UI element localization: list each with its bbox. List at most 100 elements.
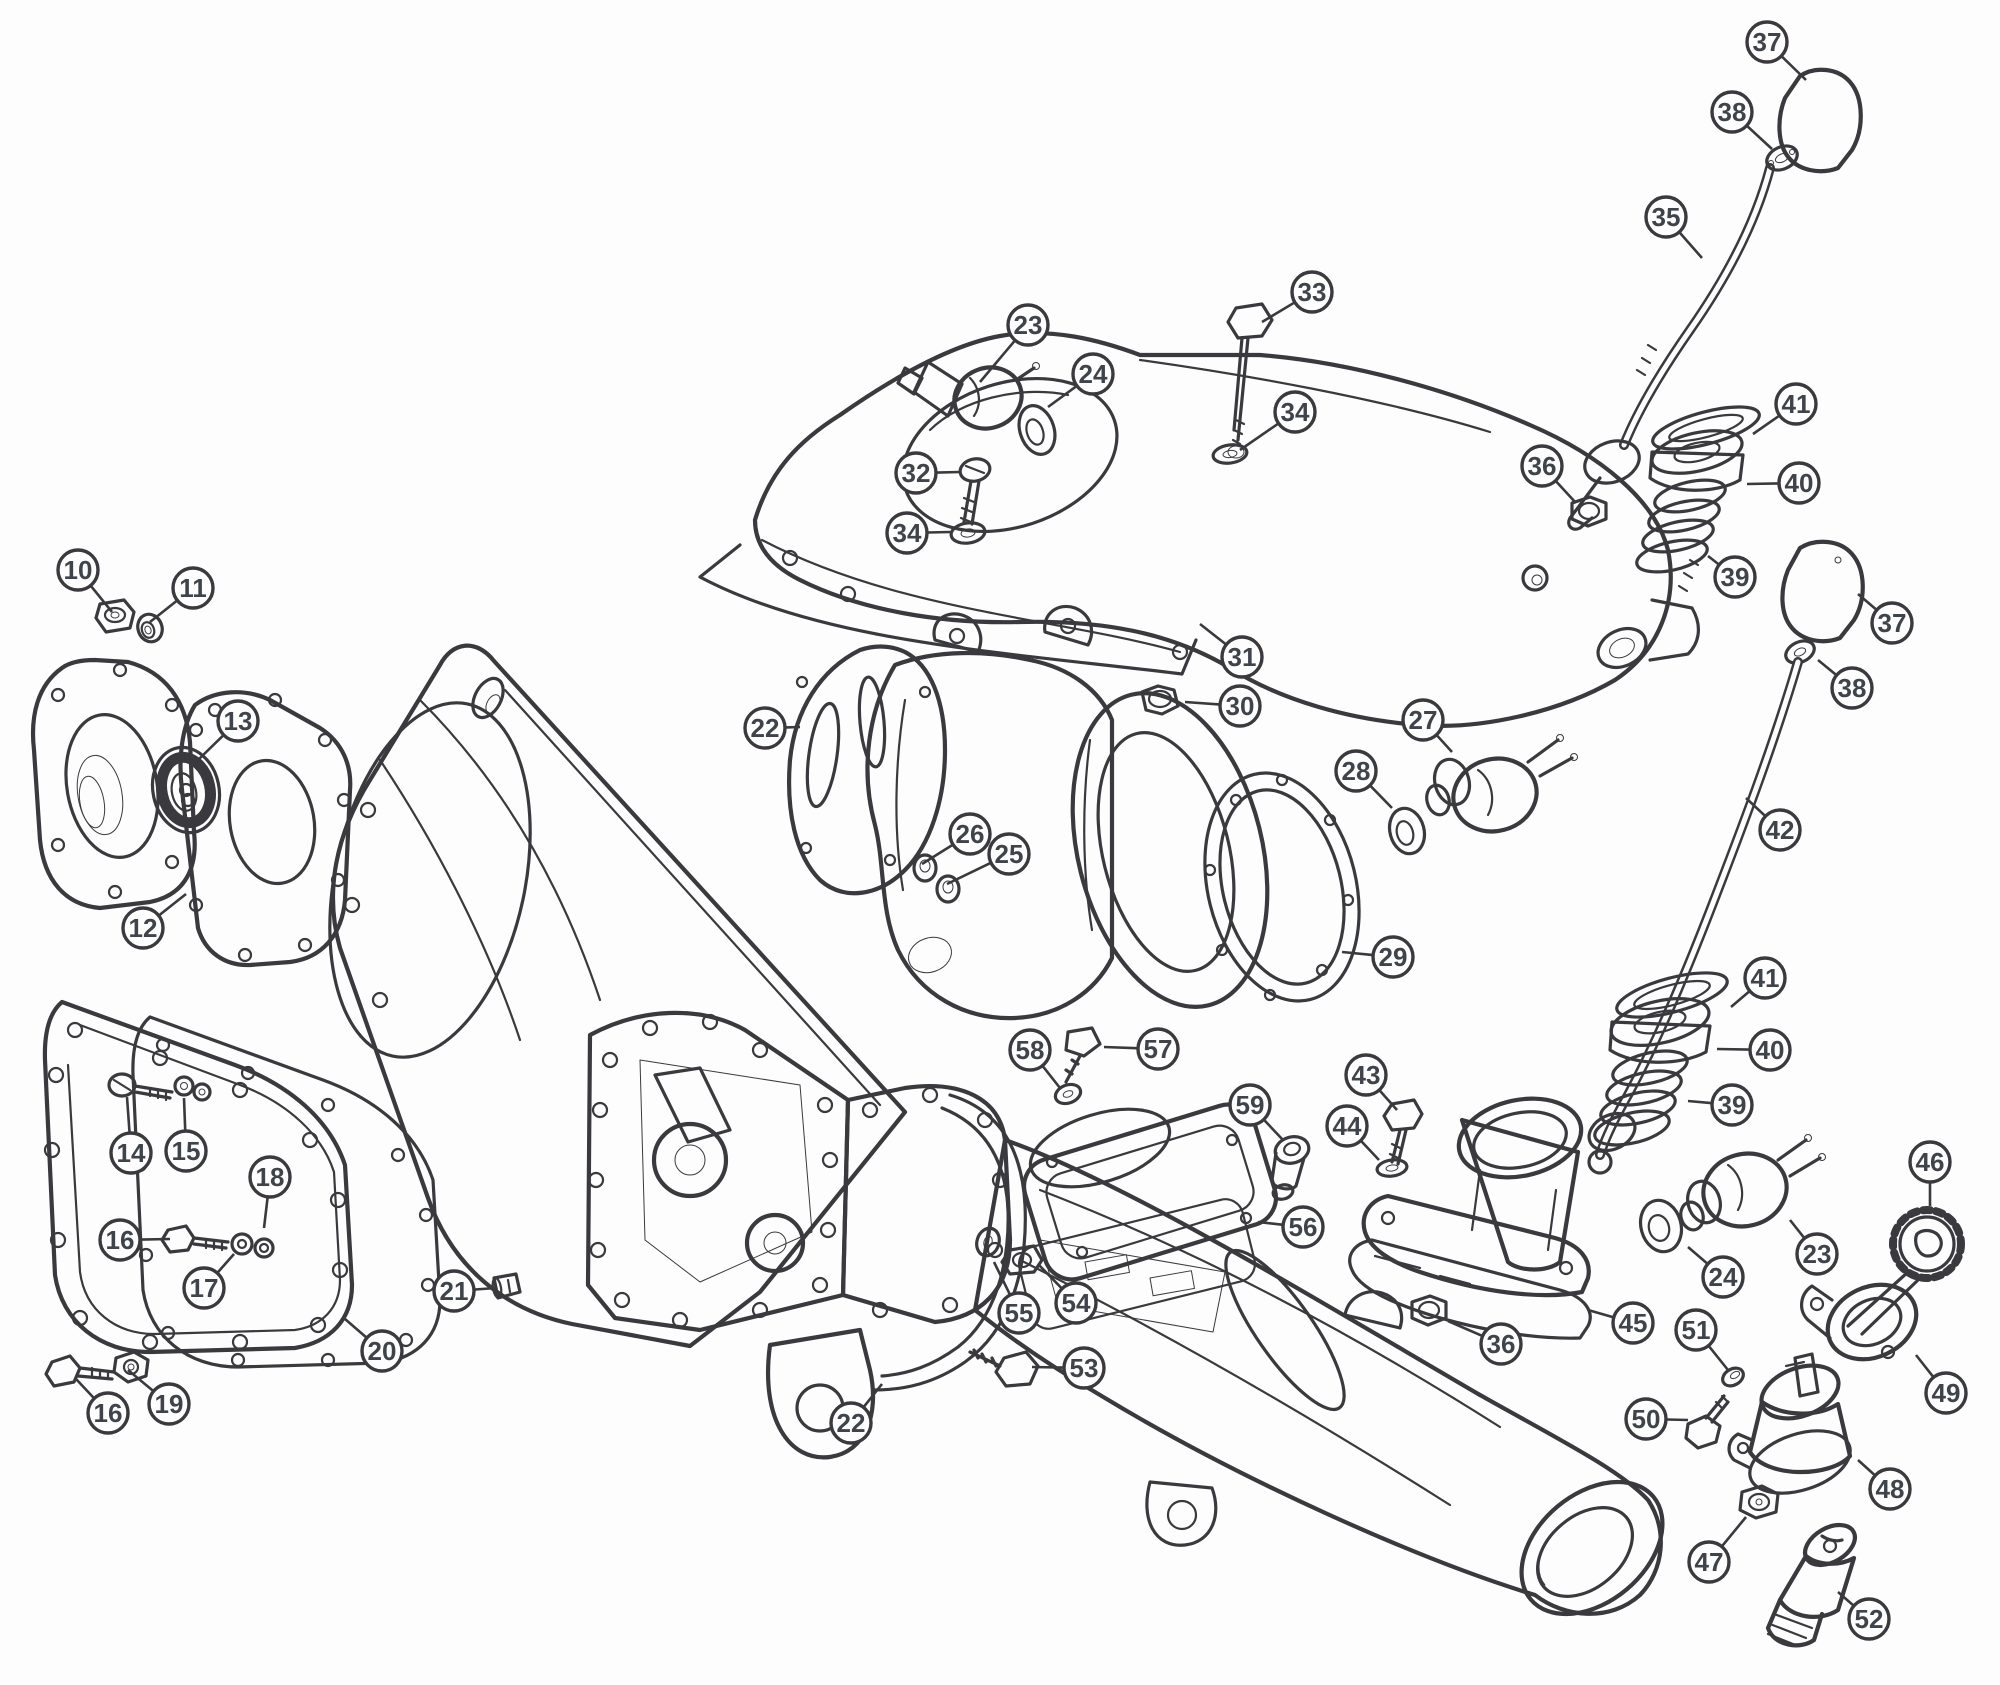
- callout-35: 35: [1644, 195, 1703, 259]
- callout-label: 58: [1016, 1035, 1045, 1065]
- bolt-32: [958, 457, 992, 526]
- callout-label: 13: [224, 706, 253, 736]
- callout-22: 22: [743, 706, 801, 750]
- callout-circle: [1674, 1308, 1718, 1352]
- callout-11: 11: [149, 566, 215, 624]
- callout-43: 43: [1344, 1053, 1398, 1111]
- callout-label: 16: [94, 1398, 123, 1428]
- washer-24-top: [1017, 404, 1057, 456]
- callout-27: 27: [1401, 698, 1453, 753]
- callout-circle: [1868, 1467, 1912, 1511]
- nut-36-lower: [1410, 1294, 1448, 1327]
- callout-circle: [1743, 956, 1787, 1000]
- callout-circle: [171, 566, 215, 610]
- callout-label: 55: [1005, 1298, 1034, 1328]
- callout-label: 54: [1062, 1288, 1091, 1318]
- callout-36: 36: [1447, 1319, 1523, 1366]
- stud-26: [912, 853, 938, 883]
- callout-label: 51: [1682, 1315, 1711, 1345]
- callout-circle: [1924, 1371, 1968, 1415]
- callout-circle: [1290, 270, 1334, 314]
- nut-19: [112, 1350, 150, 1384]
- spring-lower: [1593, 1049, 1689, 1147]
- washer-34-right: [1211, 443, 1249, 465]
- callout-circle: [147, 1382, 191, 1426]
- callout-circle: [1745, 20, 1789, 64]
- callout-circle: [894, 451, 938, 495]
- callout-leader: [1708, 1345, 1730, 1371]
- callout-label: 41: [1782, 389, 1811, 419]
- callout-label: 38: [1718, 97, 1747, 127]
- lever-knob-lower: [1780, 539, 1865, 644]
- callout-17: 17: [182, 1253, 235, 1310]
- bolt-53: [968, 1348, 1040, 1388]
- callout-circle: [948, 812, 992, 856]
- callout-label: 37: [1878, 608, 1907, 638]
- callout-leader: [140, 1237, 171, 1241]
- speedo-nut: [1738, 1484, 1780, 1520]
- callout-label: 44: [1333, 1111, 1362, 1141]
- callout-25: 25: [946, 832, 1031, 886]
- callout-label: 23: [1803, 1239, 1832, 1269]
- callout-circle: [1624, 1397, 1668, 1441]
- callout-55: 55: [992, 1261, 1041, 1335]
- callout-leader: [979, 340, 1016, 383]
- callout-label: 18: [256, 1162, 285, 1192]
- callout-label: 27: [1409, 705, 1438, 735]
- callout-leader: [1721, 1516, 1748, 1547]
- callout-leader: [1369, 785, 1393, 809]
- callout-label: 49: [1932, 1378, 1961, 1408]
- callout-circle: [829, 1401, 873, 1445]
- callout-label: 25: [995, 839, 1024, 869]
- nut-11: [136, 612, 164, 644]
- lever-ring-upper: [1765, 144, 1799, 172]
- bolt-57: [1064, 1026, 1102, 1084]
- bolt-50: [1684, 1394, 1730, 1450]
- callout-51: 51: [1674, 1308, 1730, 1371]
- callout-26: 26: [921, 812, 992, 866]
- callout-leader: [946, 861, 991, 886]
- callout-circle: [1062, 1346, 1106, 1390]
- switch-top: [896, 360, 1040, 431]
- gearbox-case: [585, 1010, 851, 1333]
- callout-14: 14: [109, 1096, 153, 1175]
- round-gasket: [1203, 771, 1361, 1003]
- speedo-housing: [1727, 1352, 1853, 1495]
- washer-58: [1053, 1082, 1083, 1106]
- callout-leader: [1239, 422, 1279, 452]
- callout-label: 24: [1709, 1262, 1738, 1292]
- callout-24: 24: [1687, 1246, 1745, 1299]
- stud-25: [935, 874, 961, 904]
- callout-label: 39: [1718, 1090, 1747, 1120]
- spring-upper: [1635, 478, 1727, 574]
- callout-circle: [885, 511, 929, 555]
- callout-circle: [121, 906, 165, 950]
- callout-label: 11: [179, 573, 207, 603]
- callout-leader: [90, 585, 114, 613]
- callout-circle: [1008, 1028, 1052, 1072]
- callout-leader: [1436, 734, 1453, 753]
- callout-39: 39: [1687, 1083, 1754, 1127]
- front-gasket: [178, 690, 353, 968]
- callout-label: 33: [1298, 277, 1327, 307]
- callout-leader: [1103, 1045, 1138, 1050]
- callout-label: 28: [1342, 756, 1371, 786]
- callout-49: 49: [1914, 1354, 1968, 1415]
- callout-label: 34: [893, 518, 922, 548]
- callout-leader: [1746, 125, 1773, 150]
- callout-circle: [1701, 1255, 1745, 1299]
- callout-circle: [86, 1391, 130, 1435]
- callout-circle: [1795, 1232, 1839, 1276]
- callout-circle: [1334, 749, 1378, 793]
- callout-54: 54: [1037, 1263, 1098, 1325]
- callout-leader: [149, 600, 178, 624]
- callout-label: 17: [190, 1273, 219, 1303]
- callout-32: 32: [894, 451, 961, 495]
- callout-23: 23: [979, 303, 1050, 383]
- tail-lug: [1145, 1480, 1218, 1547]
- callout-leader: [1184, 700, 1220, 706]
- callout-label: 47: [1695, 1547, 1724, 1577]
- callout-leader: [927, 530, 951, 534]
